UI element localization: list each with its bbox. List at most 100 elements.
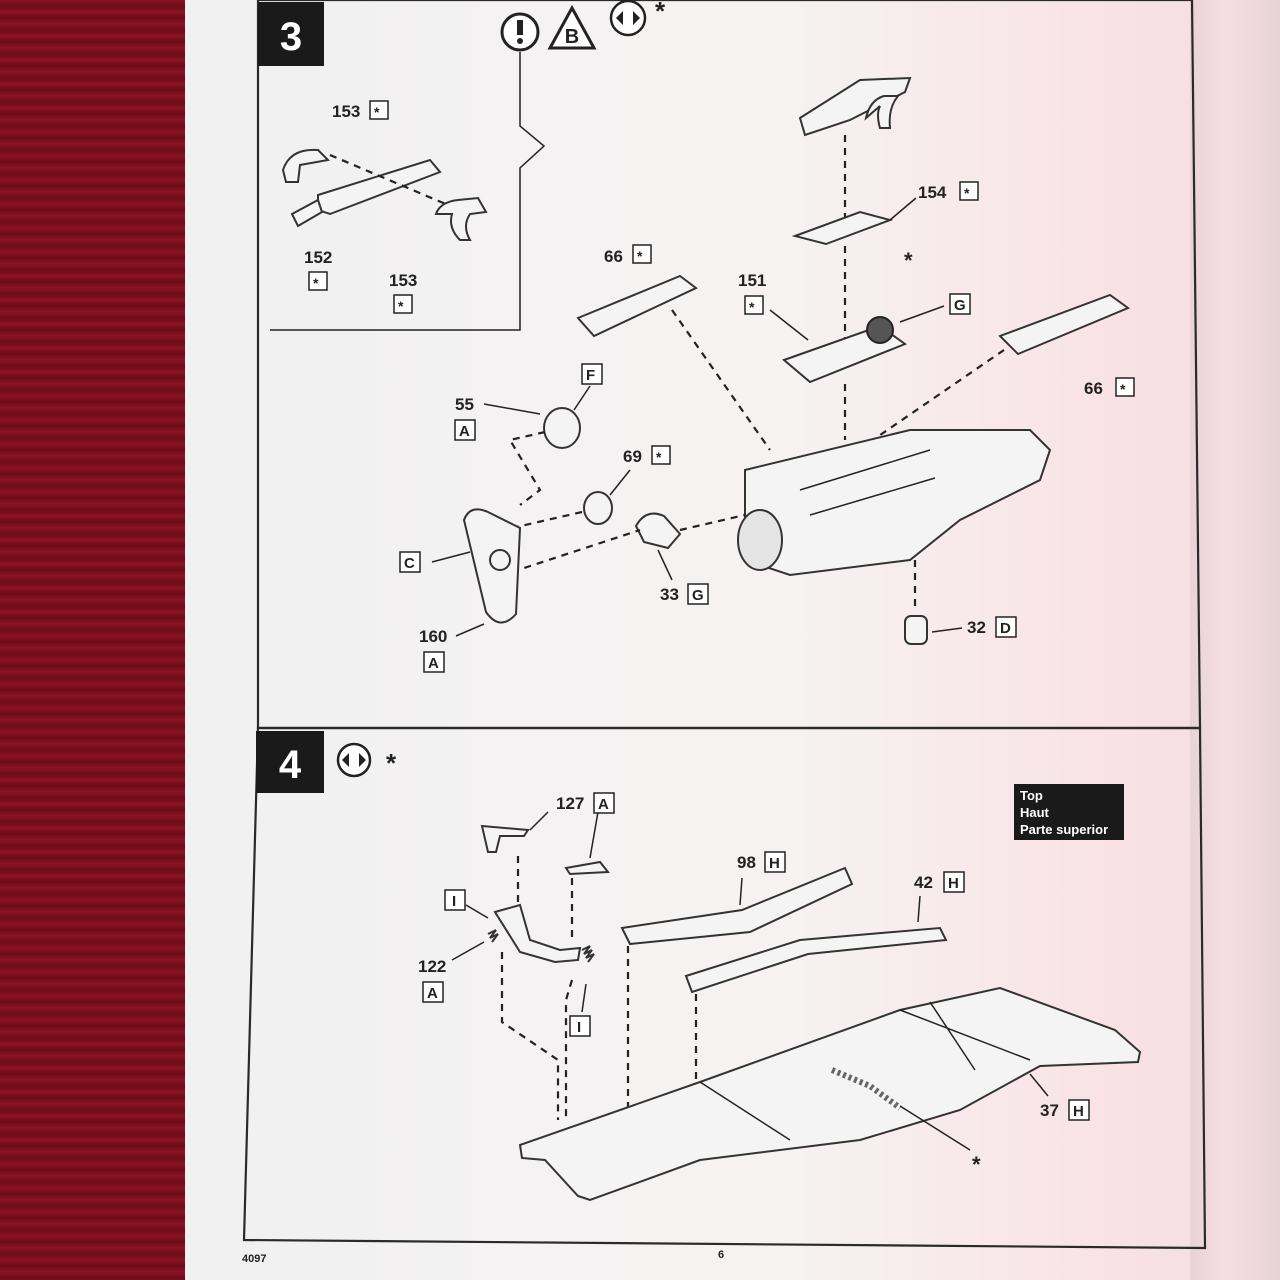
star-box bbox=[369, 100, 389, 120]
part-154-plate bbox=[791, 210, 894, 246]
label-160: 160 bbox=[419, 627, 447, 646]
letter-box-h3 bbox=[1068, 1099, 1090, 1121]
dash-122-left bbox=[500, 952, 560, 1120]
star-mark: * bbox=[749, 299, 755, 315]
label-37: 37 bbox=[1040, 1101, 1059, 1120]
letter-g: G bbox=[954, 297, 966, 314]
lead-127 bbox=[529, 811, 599, 859]
part-66-valve-cover-left bbox=[576, 274, 698, 338]
part-127-upper-arm-right bbox=[564, 860, 610, 876]
lead-154 bbox=[889, 197, 917, 221]
red-fabric-background bbox=[0, 0, 200, 1280]
letter-box-d bbox=[995, 616, 1017, 638]
star-box bbox=[1115, 377, 1135, 397]
letter-h-42: H bbox=[948, 875, 959, 892]
callout-bracket bbox=[270, 52, 546, 331]
letter-box-i2 bbox=[569, 1015, 591, 1037]
label-127: 127 bbox=[556, 794, 584, 813]
star-mark: * bbox=[637, 248, 643, 264]
lead-g bbox=[899, 305, 945, 323]
lead-37 bbox=[1029, 1073, 1049, 1097]
step3-number-badge bbox=[258, 2, 324, 66]
label-66-left: 66 bbox=[604, 247, 623, 266]
label-55: 55 bbox=[455, 395, 474, 414]
letter-box-g bbox=[949, 293, 971, 315]
lead-chassis-asterisk bbox=[899, 1105, 971, 1151]
dash-to-engine bbox=[679, 513, 746, 532]
lead-42 bbox=[917, 895, 921, 923]
label-98: 98 bbox=[737, 853, 756, 872]
label-33: 33 bbox=[660, 585, 679, 604]
chassis-asterisk: * bbox=[972, 1152, 981, 1177]
letter-a-160: A bbox=[428, 655, 439, 672]
part-32-oil-filter bbox=[904, 615, 928, 645]
top-note-line3: Parte superior bbox=[1020, 822, 1108, 837]
step3-number: 3 bbox=[280, 15, 302, 59]
instruction-sheet bbox=[185, 0, 1280, 1280]
lead-98 bbox=[739, 877, 743, 906]
label-152: 152 bbox=[304, 248, 332, 267]
lead-32 bbox=[931, 627, 963, 633]
star-box bbox=[744, 295, 764, 315]
letter-box-i bbox=[444, 889, 466, 911]
label-69: 69 bbox=[623, 447, 642, 466]
top-orientation-note bbox=[1014, 784, 1124, 840]
air-cleaner-bracket bbox=[864, 95, 901, 129]
letter-box-a4 bbox=[422, 981, 444, 1003]
step4-number-badge bbox=[256, 731, 324, 793]
part-33-water-pump bbox=[634, 512, 682, 550]
part-42-crossmember bbox=[684, 926, 948, 994]
engine-front-pulley bbox=[737, 509, 783, 571]
spring-right bbox=[581, 945, 595, 963]
paint-asterisk: * bbox=[655, 0, 666, 26]
letter-d: D bbox=[1000, 620, 1011, 637]
star-mark: * bbox=[374, 104, 380, 120]
part-98-crossmember bbox=[620, 866, 854, 946]
dash-33 bbox=[511, 528, 641, 574]
label-66-right: 66 bbox=[1084, 379, 1103, 398]
dash-69 bbox=[511, 510, 583, 530]
letter-box-g2 bbox=[687, 583, 709, 605]
letter-i-top: I bbox=[452, 893, 456, 910]
label-151: 151 bbox=[738, 271, 766, 290]
star-box bbox=[632, 244, 652, 264]
warning-icon bbox=[500, 12, 540, 52]
letter-box-h2 bbox=[943, 871, 965, 893]
letter-h-98: H bbox=[769, 855, 780, 872]
step3-frame bbox=[256, 0, 1202, 730]
letter-box-a bbox=[454, 419, 476, 441]
dash-66-right bbox=[799, 349, 1005, 491]
chassis-shaded-area bbox=[830, 1067, 902, 1111]
lead-33 bbox=[657, 549, 673, 581]
step4-frame bbox=[242, 726, 1207, 1250]
part-152-snout bbox=[290, 198, 324, 228]
star-mark: * bbox=[313, 275, 319, 291]
star-mark: * bbox=[964, 185, 970, 201]
part-69-idler bbox=[583, 491, 613, 525]
lead-i-bottom bbox=[581, 983, 587, 1013]
part-127-upper-arm-left bbox=[480, 824, 530, 853]
star-box bbox=[959, 181, 979, 201]
lead-69 bbox=[609, 469, 631, 496]
letter-a: A bbox=[459, 423, 470, 440]
letter-box-h bbox=[764, 851, 786, 873]
lead-151 bbox=[769, 309, 809, 341]
label-154: 154 bbox=[918, 183, 947, 202]
engine-detail-lines bbox=[799, 449, 936, 516]
step4-number: 4 bbox=[279, 743, 302, 787]
part-g-carburetor bbox=[866, 316, 894, 344]
footer-kit-code: 4097 bbox=[242, 1253, 266, 1265]
top-note-line2: Haut bbox=[1020, 805, 1050, 820]
top-note-line1: Top bbox=[1020, 788, 1043, 803]
star-box bbox=[651, 445, 671, 465]
label-42: 42 bbox=[914, 873, 933, 892]
letter-h-37: H bbox=[1073, 1103, 1084, 1120]
letter-box-a3 bbox=[593, 792, 615, 814]
engine-block bbox=[744, 429, 1052, 577]
letter-i-bottom: I bbox=[577, 1019, 581, 1036]
air-cleaner-assembly bbox=[798, 76, 912, 137]
letter-f: F bbox=[586, 367, 595, 384]
letter-box-c bbox=[399, 551, 421, 573]
part-66-valve-cover-right bbox=[998, 293, 1131, 356]
